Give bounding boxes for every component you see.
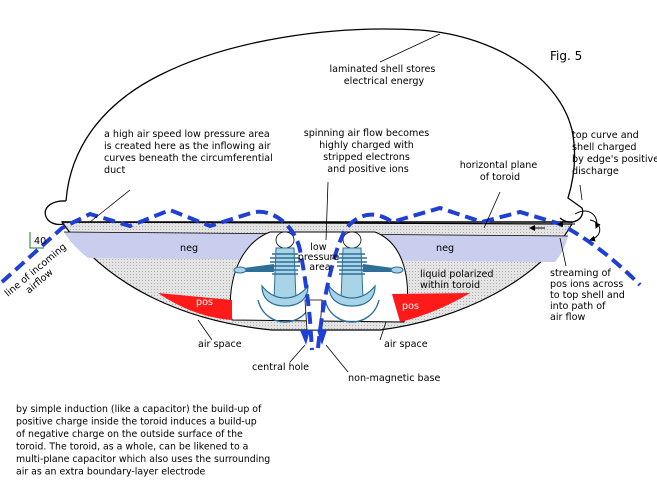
horizontal-plane-label: horizontal plane of toroid — [460, 160, 541, 183]
base-piece-left — [300, 330, 310, 345]
airflow-path-outer — [0, 207, 314, 351]
base-piece-right — [317, 330, 327, 345]
pos-left-label: pos — [196, 297, 213, 308]
air-space-right-label: air space — [384, 339, 428, 350]
neg-left-label: neg — [180, 243, 198, 254]
right-coil-assembly — [324, 231, 404, 323]
laminated-shell-label: laminated shell stores electrical energy — [329, 64, 438, 87]
angle-marker — [29, 232, 44, 249]
top-curve-label: top curve and shell charged by edge's po… — [572, 130, 657, 177]
airflow-path-right — [316, 205, 642, 349]
neg-right-label: neg — [436, 243, 454, 254]
spinning-air-label: spinning air flow becomes highly charged… — [304, 128, 433, 175]
laminated-shell — [65, 28, 584, 223]
pos-right-label: pos — [402, 301, 419, 312]
discharge-arrows — [529, 210, 601, 242]
pos-region-left — [158, 293, 232, 320]
liquid-polarized-label: liquid polarized within toroid — [420, 269, 497, 291]
left-coil-assembly — [233, 231, 313, 323]
high-air-speed-label: a high air speed low pressure area is cr… — [104, 129, 276, 176]
incoming-airflow-label: line of incoming airflow — [3, 240, 78, 308]
central-hole-label: central hole — [252, 362, 309, 373]
figure-label: Fig. 5 — [550, 49, 582, 63]
low-pressure-label: low pressure area — [298, 242, 343, 273]
air-space-left-label: air space — [198, 339, 242, 350]
induction-note: by simple induction (like a capacitor) t… — [16, 404, 273, 478]
non-magnetic-base-label: non-magnetic base — [348, 373, 441, 384]
streaming-label: streaming of pos ions across to top shel… — [550, 268, 628, 323]
pos-region-right — [392, 293, 470, 322]
angle-label: 40 — [34, 236, 46, 247]
leader-lines — [89, 33, 583, 373]
